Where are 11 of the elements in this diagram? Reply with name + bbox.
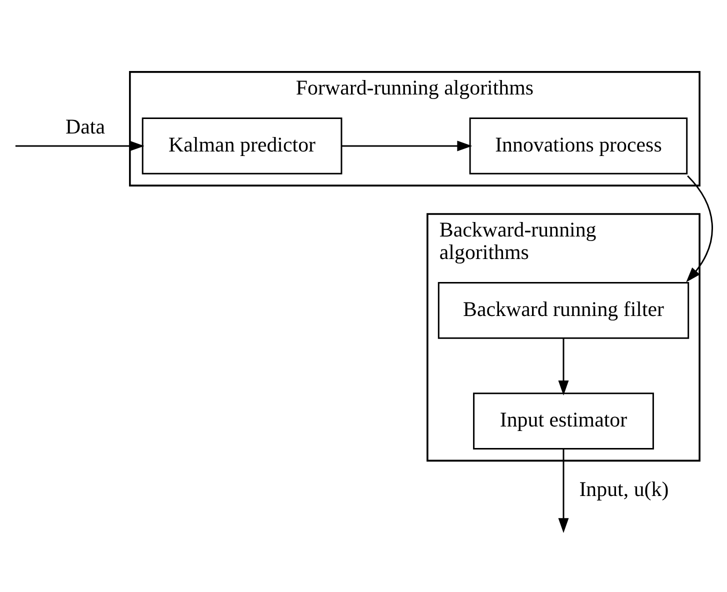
arrow bbox=[15, 140, 144, 152]
arrow bbox=[686, 175, 713, 282]
edge-label: Data bbox=[66, 114, 106, 139]
node-box: Input estimator bbox=[473, 392, 654, 450]
arrow bbox=[558, 448, 569, 534]
node-box: Innovations process bbox=[469, 118, 688, 174]
arrow bbox=[342, 140, 472, 152]
arrow bbox=[558, 338, 569, 396]
edge-label: Input, u(k) bbox=[579, 477, 669, 502]
node-box: Backward running filter bbox=[438, 282, 690, 339]
node-box: Kalman predictor bbox=[142, 118, 342, 174]
